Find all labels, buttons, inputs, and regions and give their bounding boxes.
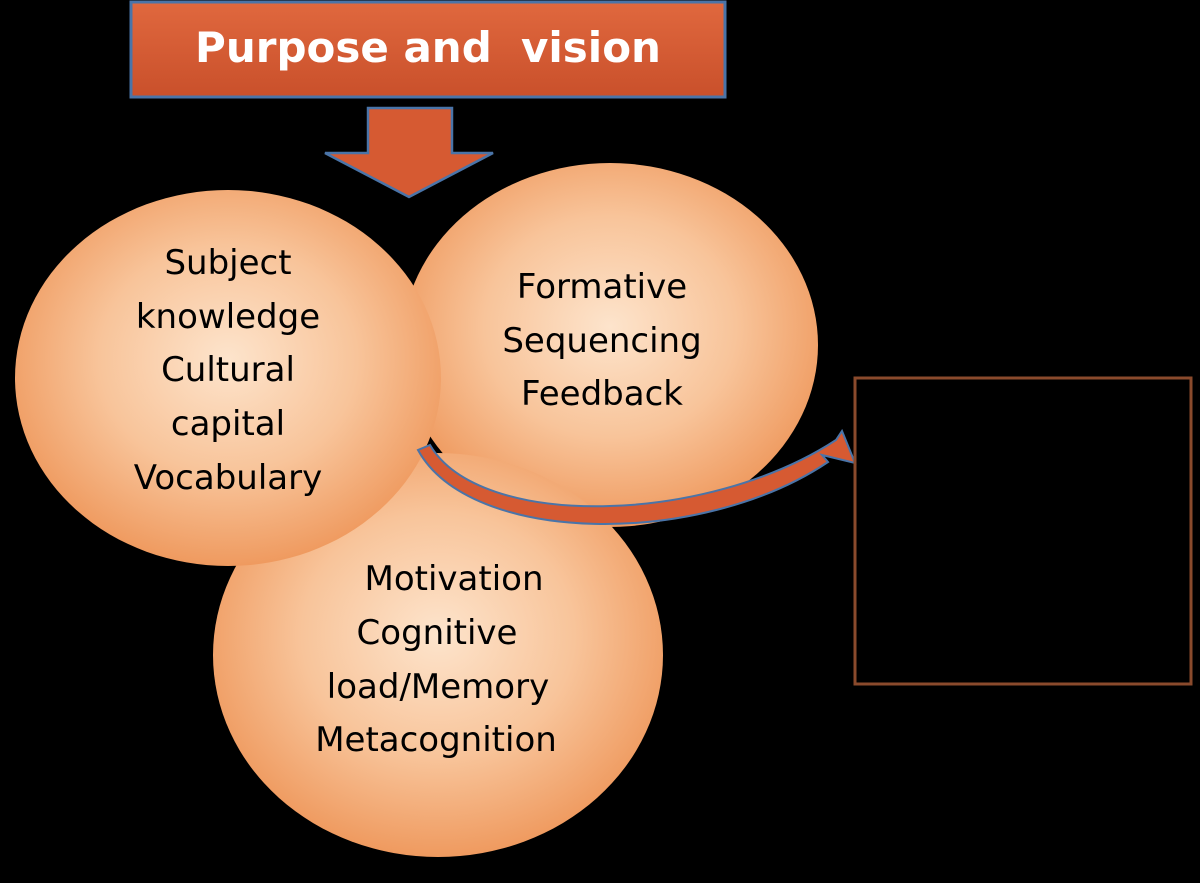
- title-banner: Purpose and vision: [129, 0, 727, 99]
- motivation-circle-labels: Motivation Cognitive load/Memory Metacog…: [315, 559, 557, 760]
- formative-label-line: Sequencing: [502, 321, 701, 361]
- motivation-label-line: Cognitive: [357, 613, 518, 653]
- result-box: [853, 376, 1193, 686]
- knowledge-circle: [15, 190, 441, 566]
- knowledge-label-line: capital: [171, 404, 285, 444]
- knowledge-label-line: knowledge: [136, 297, 320, 337]
- motivation-label-line: load/Memory: [327, 667, 549, 707]
- formative-label-line: Formative: [517, 267, 687, 307]
- knowledge-label-line: Subject: [164, 243, 291, 283]
- title-box: [129, 0, 727, 99]
- formative-circle: [402, 163, 818, 527]
- knowledge-label-line: Cultural: [161, 350, 295, 390]
- formative-label-line: Feedback: [521, 374, 683, 414]
- knowledge-circle-labels: Subject knowledge Cultural capital Vocab…: [134, 243, 322, 498]
- motivation-label-line: Metacognition: [315, 720, 557, 760]
- formative-circle-labels: Formative Sequencing Feedback: [502, 267, 701, 414]
- title-text: Purpose and vision: [195, 23, 661, 72]
- motivation-label-line: Motivation: [365, 559, 544, 599]
- motivation-circle: [213, 453, 663, 857]
- down-arrow-icon: [324, 106, 494, 199]
- knowledge-label-line: Vocabulary: [134, 458, 322, 498]
